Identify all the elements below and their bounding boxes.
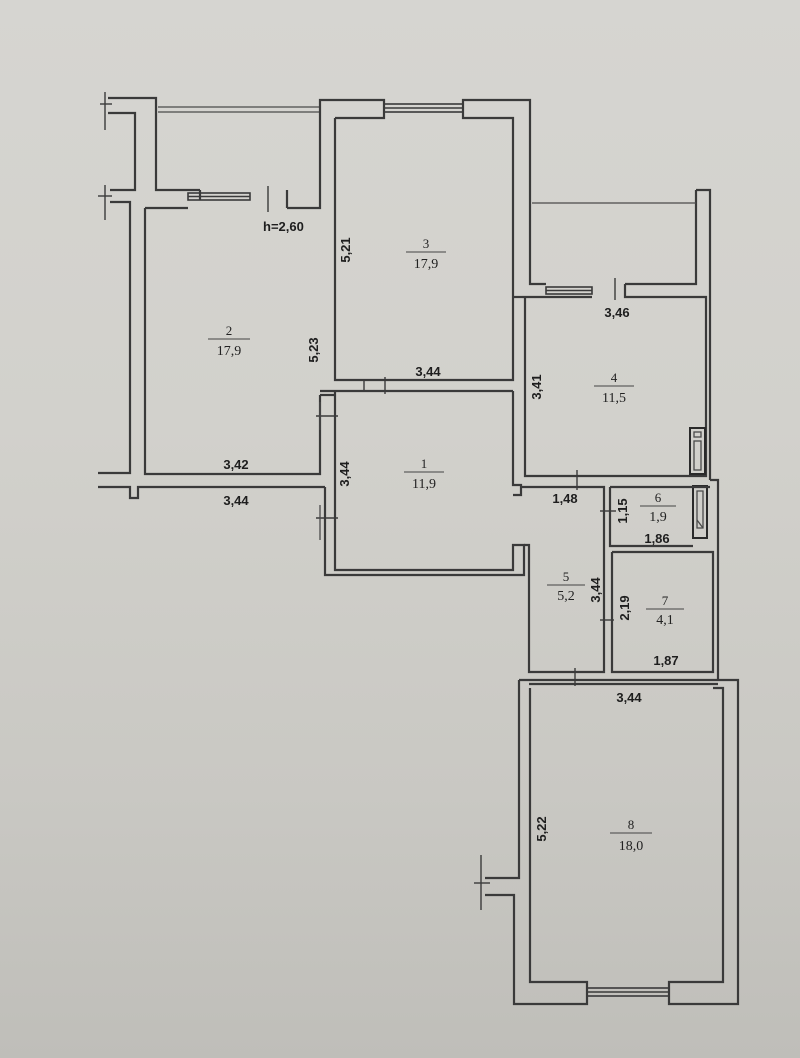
room-6-label: 6 1,9: [640, 490, 676, 525]
room-5-6-7-walls: [521, 478, 720, 686]
room-4-number: 4: [611, 370, 618, 385]
room-7-number: 7: [662, 593, 669, 608]
room-5-area: 5,2: [557, 589, 575, 604]
room-5-label: 5 5,2: [547, 569, 585, 604]
dim-room7-width: 1,87: [653, 653, 678, 668]
room-3-label: 3 17,9: [406, 236, 446, 272]
left-balcony-walls: [98, 92, 320, 220]
dim-room4-width: 3,46: [604, 305, 629, 320]
dim-room6-height: 1,15: [615, 498, 630, 523]
room-1-area: 11,9: [412, 477, 436, 492]
room-4-area: 11,5: [602, 391, 626, 406]
room-3-area: 17,9: [414, 257, 439, 272]
room-7-label: 7 4,1: [646, 593, 684, 628]
dim-room8-height: 5,22: [534, 816, 549, 841]
room-2-label: 2 17,9: [208, 323, 250, 359]
dim-room8-width: 3,44: [616, 690, 642, 705]
dim-room2-height: 5,23: [306, 337, 321, 362]
room-2-walls: [98, 98, 386, 500]
room-2-number: 2: [226, 323, 233, 338]
room-3-number: 3: [423, 236, 430, 251]
room-7-area: 4,1: [656, 613, 674, 628]
window-room-2: [187, 186, 269, 212]
dim-room2-width-bottom: 3,44: [223, 493, 249, 508]
right-balcony-walls: [528, 188, 712, 480]
dim-room7-height: 2,19: [617, 595, 632, 620]
room-1-walls: [316, 391, 526, 577]
ventilation-duct-room-4: [689, 427, 706, 475]
dim-room1-height: 3,44: [337, 461, 352, 487]
ventilation-duct-room-6: [692, 485, 708, 539]
dim-room6-width: 1,86: [644, 531, 669, 546]
room-8-label: 8 18,0: [610, 817, 652, 854]
dim-corridor-width: 1,48: [552, 491, 577, 506]
room-8-number: 8: [628, 817, 635, 832]
room-4-walls: [513, 284, 708, 490]
ceiling-height-label: h=2,60: [263, 219, 304, 234]
room-8-walls: [474, 678, 740, 1006]
dim-room3-width: 3,44: [415, 364, 441, 379]
room-1-label: 1 11,9: [404, 456, 444, 492]
dim-room3-height: 5,21: [338, 237, 353, 262]
room-1-number: 1: [421, 456, 428, 471]
dim-room5-height: 3,44: [588, 577, 603, 603]
room-6-area: 1,9: [649, 510, 667, 525]
room-4-label: 4 11,5: [594, 370, 634, 406]
room-3-walls: [320, 98, 532, 397]
room-6-number: 6: [655, 490, 662, 505]
dim-room2-width-top: 3,42: [223, 457, 248, 472]
room-2-area: 17,9: [217, 344, 242, 359]
room-8-area: 18,0: [619, 839, 644, 854]
dim-room4-height: 3,41: [529, 374, 544, 399]
room-5-number: 5: [563, 569, 570, 584]
